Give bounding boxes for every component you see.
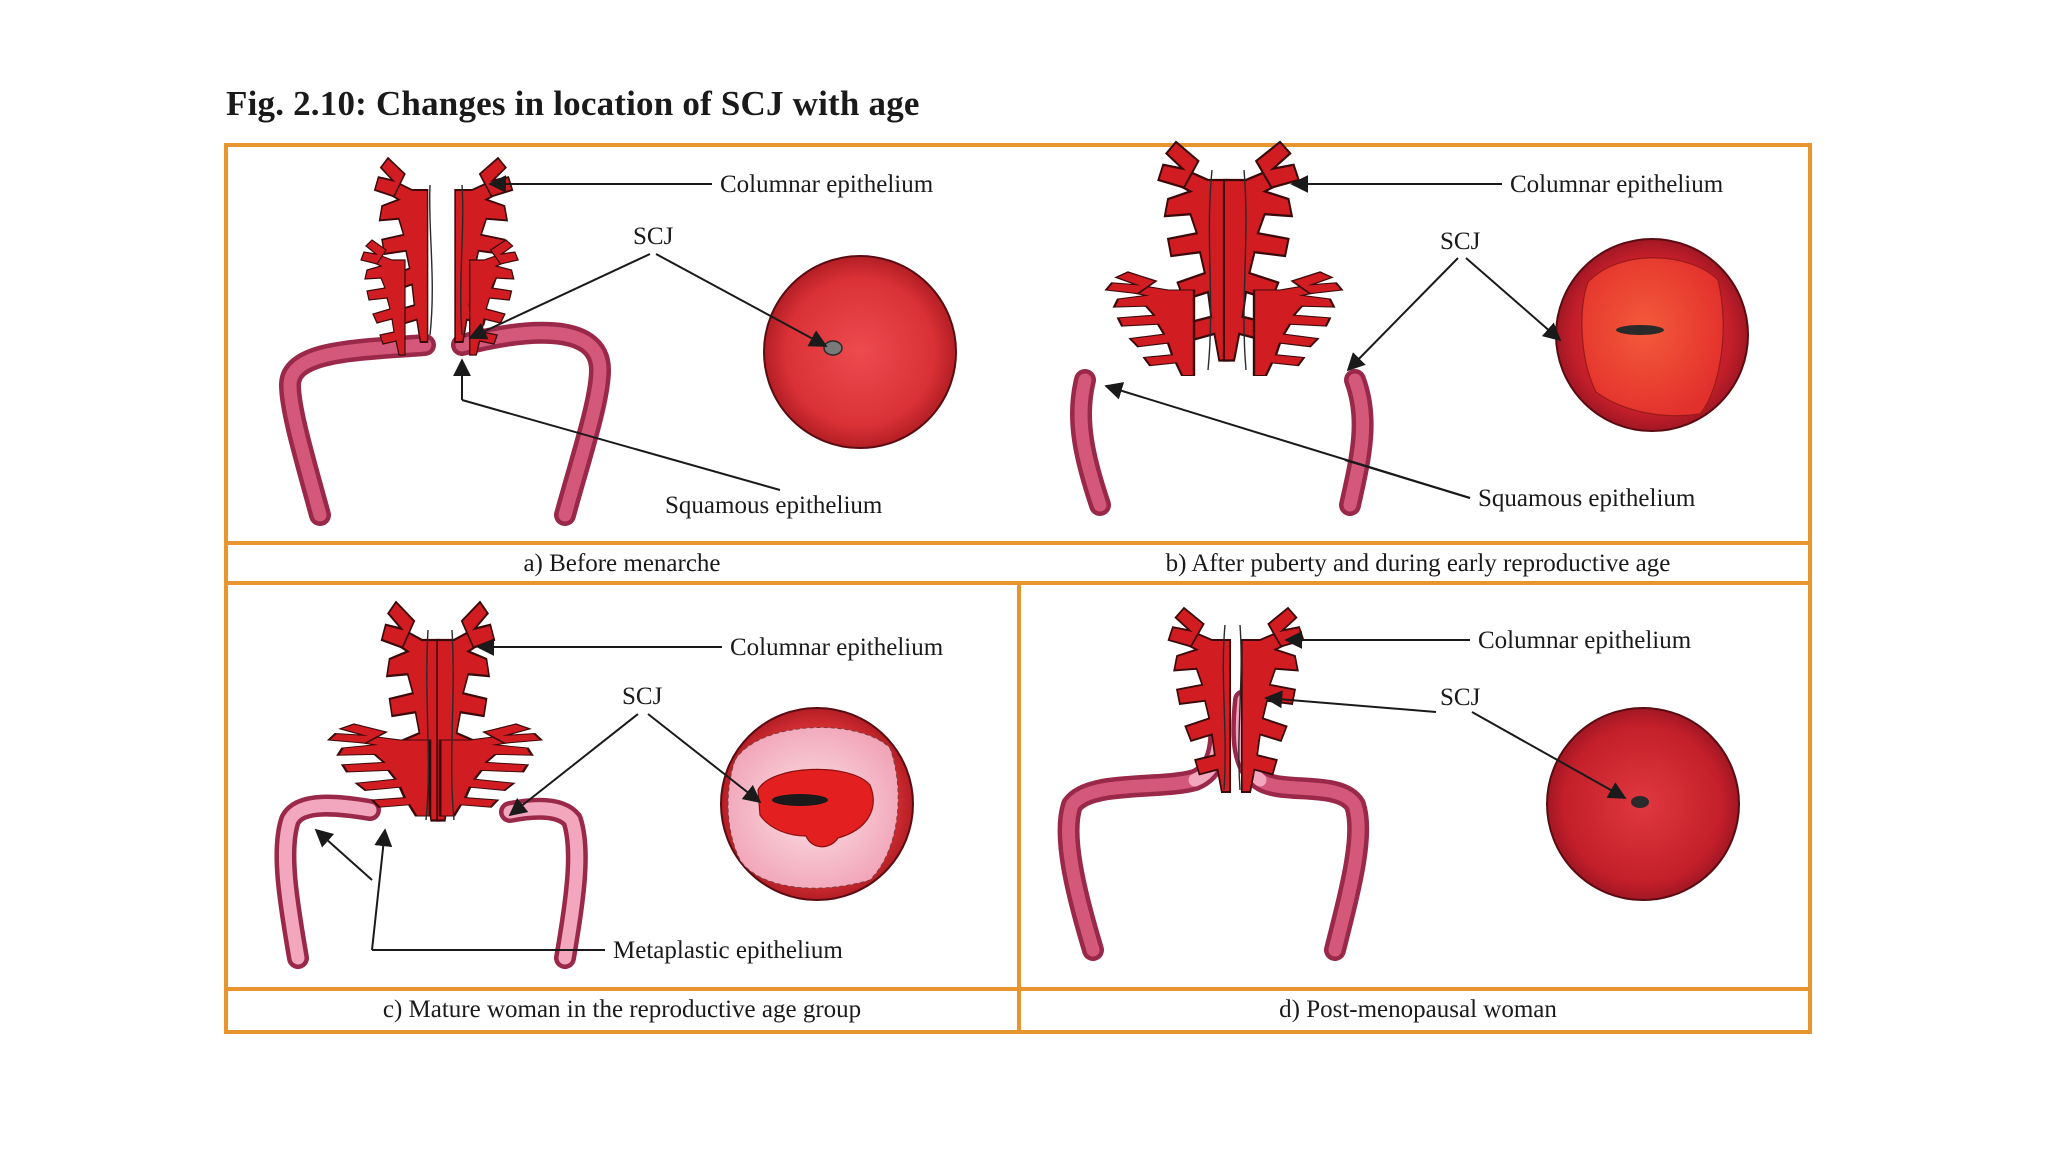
pointer-squamous	[1344, 459, 1471, 499]
caption-panel-a: a) Before menarche	[523, 550, 720, 577]
pointer-metaplastic	[371, 828, 393, 951]
panel-d: Columnar epithelium SCJ d) Post-menopaus…	[1057, 607, 1740, 1023]
label-scj: SCJ	[1440, 228, 1481, 255]
cervix-os-view	[763, 255, 957, 449]
label-columnar-epithelium: Columnar epithelium	[1478, 627, 1692, 654]
label-columnar-epithelium: Columnar epithelium	[730, 634, 944, 661]
label-metaplastic-epithelium: Metaplastic epithelium	[613, 937, 843, 964]
pointer-scj	[1346, 257, 1459, 372]
pointer-scj	[647, 713, 762, 804]
columnar-epithelium-left	[1167, 607, 1232, 793]
label-scj: SCJ	[633, 223, 674, 250]
figure-title: Fig. 2.10: Changes in location of SCJ wi…	[226, 84, 920, 123]
caption-panel-b: b) After puberty and during early reprod…	[1166, 550, 1671, 577]
pointer-scj	[1465, 257, 1562, 342]
pointer-scj	[1471, 711, 1627, 799]
pointer-scj	[655, 253, 828, 347]
pointer-scj	[1264, 690, 1437, 713]
panel-a: Columnar epithelium SCJ Squamous epithel…	[279, 157, 957, 577]
caption-panel-d: d) Post-menopausal woman	[1279, 996, 1557, 1023]
label-columnar-epithelium: Columnar epithelium	[1510, 171, 1724, 198]
label-scj: SCJ	[1440, 684, 1481, 711]
pointer-scj	[508, 713, 639, 817]
label-scj: SCJ	[622, 683, 663, 710]
panel-c: Columnar epithelium SCJ Metaplastic epit…	[274, 600, 944, 1023]
pointer-metaplastic	[314, 828, 373, 881]
pointer-scj	[468, 253, 651, 340]
pointer-squamous	[461, 399, 781, 491]
label-columnar-epithelium: Columnar epithelium	[720, 171, 934, 198]
caption-panel-c: c) Mature woman in the reproductive age …	[383, 996, 861, 1023]
panel-b: Columnar epithelium SCJ Squamous epithel…	[1070, 140, 1749, 577]
label-squamous-epithelium: Squamous epithelium	[665, 492, 883, 519]
label-squamous-epithelium: Squamous epithelium	[1478, 485, 1696, 512]
